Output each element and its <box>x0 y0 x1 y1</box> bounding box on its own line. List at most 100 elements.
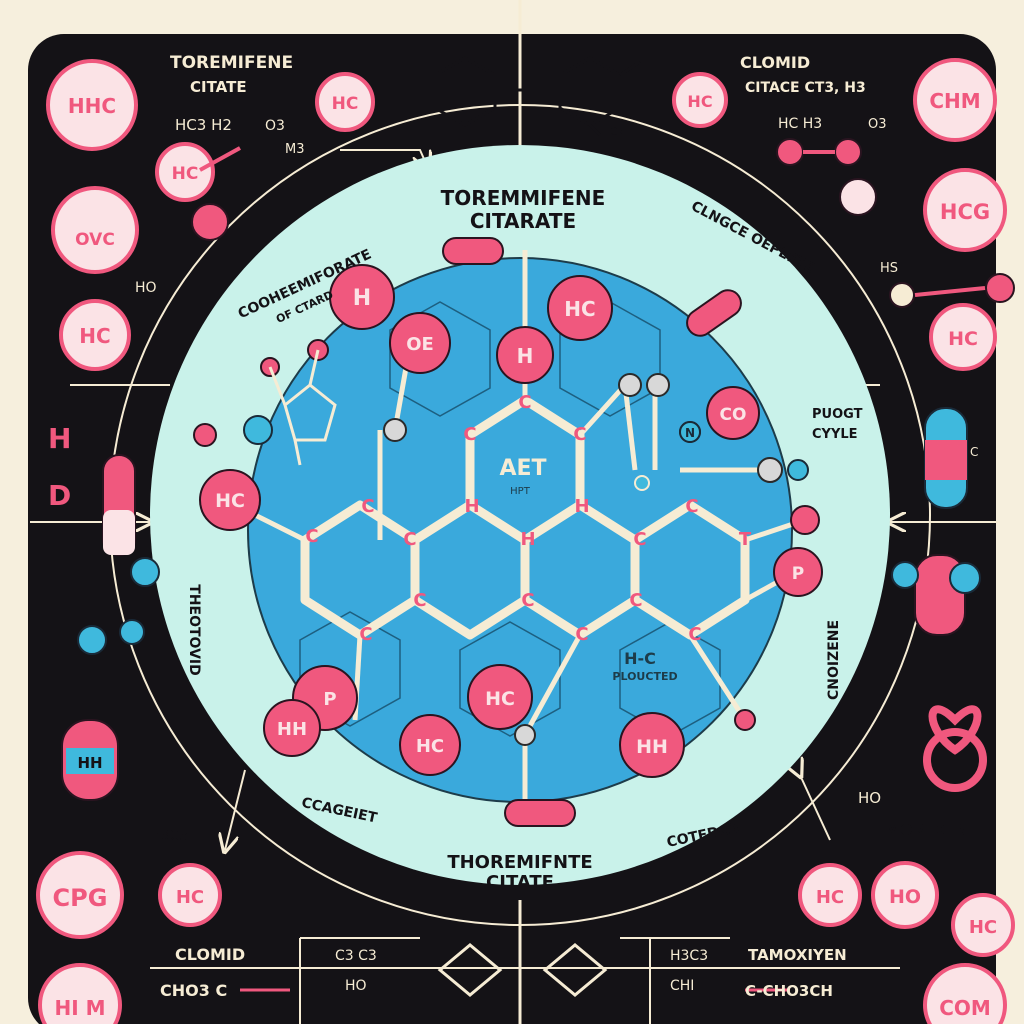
bottom-mid-left-2: HO <box>345 978 367 994</box>
ring-atom-c: C <box>305 526 318 547</box>
atom-small-blue <box>634 475 650 491</box>
bottom-right-arrow <box>800 775 831 841</box>
center-label: AET <box>499 456 546 481</box>
atom-small-blue <box>243 415 273 445</box>
bond-pink <box>914 286 986 297</box>
ring-atom-c: C <box>575 624 588 645</box>
atom-him <box>38 963 122 1024</box>
ring-label-right-1: PUOGT <box>812 407 863 422</box>
bond-pink <box>199 146 241 172</box>
bottom-diamond <box>542 943 608 997</box>
atom-com <box>923 963 1007 1024</box>
bottom-left-arrow <box>225 769 246 850</box>
pill-left-bottom-label: HH <box>77 754 102 772</box>
right-c-label: C <box>970 445 978 459</box>
top-left-title-line-1: TOREMIFENE <box>170 53 293 73</box>
top-left-title: TOREMIFENE CITATE <box>170 53 293 96</box>
atom-hc-br2 <box>951 893 1015 957</box>
center-title: TOREMMIFENE CITARATE <box>441 186 606 233</box>
atom-p-right-label: P <box>792 564 804 584</box>
core-box-sublabel: PLOUCTED <box>612 670 677 683</box>
atom-small-blue <box>119 619 145 645</box>
left-d-label: D <box>48 479 71 512</box>
tl-formula-b: O3 <box>265 118 285 134</box>
ring-atom-c: C <box>629 590 642 611</box>
atom-small <box>193 423 217 447</box>
atom-small <box>734 709 756 731</box>
atom-cpg-label: CPG <box>53 884 108 912</box>
bottom-title-line-2: CITATE <box>486 872 554 893</box>
capsule-right <box>686 289 742 337</box>
atom-small-blue <box>679 421 701 443</box>
atom-hh-left-label: HH <box>277 719 307 740</box>
top-label-c7: C7 <box>610 125 625 138</box>
atom-co-label: CO <box>720 405 747 425</box>
atom-hhc-top-left-label: HHC <box>68 94 116 118</box>
atom-small-blue <box>949 562 981 594</box>
bottom-mid-right-2: CHI <box>670 978 694 994</box>
bottom-diamond <box>437 943 503 997</box>
top-right-title-line-1: CLOMID <box>740 53 810 72</box>
ring-atom-h: H <box>520 529 535 550</box>
moiden-label: MOMIDEN <box>885 821 968 839</box>
substituent-bonds <box>233 250 806 820</box>
bottom-title: THOREMIFNTE CITATE <box>447 852 592 893</box>
atom-hc-tl2 <box>315 72 375 132</box>
atom-ho-br-label: HO <box>889 886 921 908</box>
ring-atom-c: C <box>688 624 701 645</box>
atom-h-center-label: H <box>517 344 534 368</box>
atom-hc-bl <box>158 863 222 927</box>
h3c3-label: H3C3 <box>150 828 188 844</box>
atom-onc-label: OVC <box>75 230 115 250</box>
atom-small <box>985 273 1015 303</box>
center-title-line-2: CITARATE <box>470 209 576 233</box>
bottom-mid-right-1: H3C3 <box>670 948 708 964</box>
atom-hc-bottom-left <box>399 714 461 776</box>
atom-small-grey <box>757 457 783 483</box>
atom-hc-bl-label: HC <box>176 887 204 908</box>
atom-hc-br1 <box>798 863 862 927</box>
atom-hc-left <box>199 469 261 531</box>
tl-formula-c: M3 <box>285 142 305 157</box>
atom-small-blue <box>77 625 107 655</box>
tr-hs-label: HS <box>880 261 898 276</box>
atom-hc-left-col <box>59 299 131 371</box>
atom-hc-right-col <box>929 303 997 371</box>
atom-hc-tr1-label: HC <box>687 92 712 111</box>
atom-p-right <box>773 547 823 597</box>
atom-oe <box>389 312 451 374</box>
ring-label-right-2: CYYLE <box>812 427 858 442</box>
ring-atom-c: C <box>463 424 476 445</box>
atom-p-bottom-label: P <box>323 689 336 710</box>
bottom-title-line-1: THOREMIFNTE <box>447 852 592 873</box>
core-atoms: H OE H HC CO HC P P HH HC HC HH N <box>193 237 823 827</box>
ring-atom-m: H <box>574 496 589 517</box>
pill-left-half <box>103 510 135 555</box>
atom-oe-label: OE <box>406 334 434 355</box>
atom-hc-br1-label: HC <box>816 887 844 908</box>
pill-left-bottom-band <box>66 748 114 774</box>
atom-hc-tl3-label: HC <box>172 164 199 184</box>
center-sublabel: HPT <box>510 486 531 497</box>
ring-atom-c: C <box>413 590 426 611</box>
atom-small-blue <box>787 459 809 481</box>
top-right-title: CLOMID CITACE CT3, H3 <box>740 53 866 96</box>
atom-small-light <box>889 282 915 308</box>
atom-hc-top-label: HC <box>564 297 595 321</box>
atom-hh-left <box>263 699 321 757</box>
atom-h-center <box>496 326 554 384</box>
ring-label-left-vertical: THEOTOVID <box>186 584 202 675</box>
bottom-right-formula: C-CHO3CH <box>745 982 833 1000</box>
ring-atom-c: C <box>361 496 374 517</box>
bottom-mid-left-1: C3 C3 <box>335 948 377 964</box>
atom-hc-bottom-label: HC <box>485 688 515 710</box>
ring-atom-c: C <box>573 424 586 445</box>
atom-com-label: COM <box>939 996 991 1020</box>
atom-onc <box>51 186 139 274</box>
atom-hc-tl3 <box>155 142 215 202</box>
small-ring-upper-left <box>268 349 337 466</box>
ho-br-label: HO <box>858 789 881 807</box>
ring-atom-m: H <box>464 496 479 517</box>
atom-hc-top <box>547 275 613 341</box>
